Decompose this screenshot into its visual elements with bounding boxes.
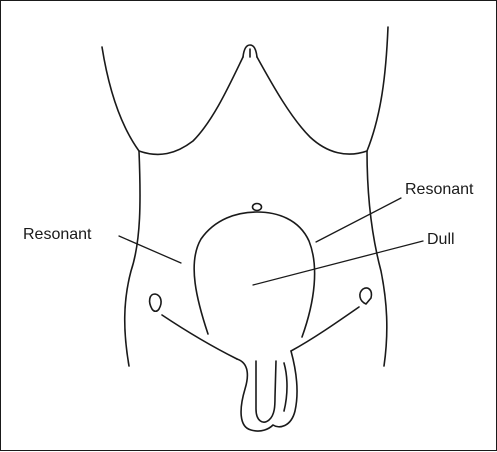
left-costal-margin: [139, 57, 243, 154]
label-resonant-right: Resonant: [405, 182, 474, 198]
right-costal-margin: [257, 57, 367, 154]
umbilicus: [253, 204, 262, 211]
leader-line-dull: [253, 241, 423, 285]
label-dull: Dull: [427, 232, 455, 248]
right-iliac-spine: [360, 288, 372, 304]
left-inguinal-line: [162, 315, 237, 359]
label-resonant-left: Resonant: [23, 227, 92, 243]
leader-line-resonant-left: [119, 236, 181, 263]
genitalia-inner: [256, 361, 276, 422]
left-iliac-spine: [150, 294, 161, 311]
genitalia-inner-right: [284, 363, 287, 411]
distended-bladder-outline: [194, 212, 314, 337]
right-inguinal-line: [291, 307, 359, 351]
right-torso-outline: [367, 27, 388, 366]
external-genitalia: [237, 351, 297, 431]
leader-line-resonant-right: [316, 198, 401, 242]
left-torso-outline: [102, 47, 140, 366]
xiphoid-process: [243, 45, 257, 57]
